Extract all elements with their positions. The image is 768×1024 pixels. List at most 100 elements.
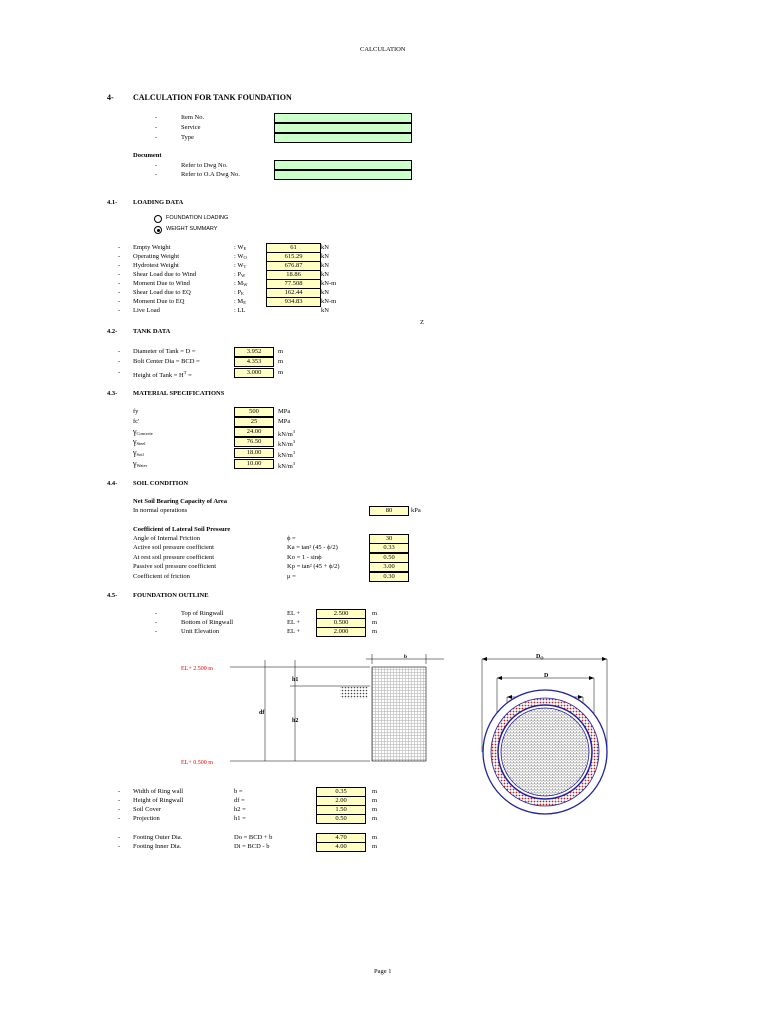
foundation-loading-label: FOUNDATION LOADING xyxy=(166,215,229,221)
service-field[interactable] xyxy=(274,123,412,133)
formula: h1 = xyxy=(234,815,246,822)
top-ringwall-label: Top of Ringwall xyxy=(181,610,224,617)
unit: kN/m3 xyxy=(278,439,296,448)
h1-label: h1 xyxy=(292,677,298,683)
symbol: : WO xyxy=(234,253,247,260)
footing-inner-value[interactable]: 4.00 xyxy=(316,842,366,852)
weight-summary-radio[interactable] xyxy=(154,226,162,234)
oa-dwg-no-label: Refer to O.A Dwg No. xyxy=(181,171,240,178)
dash: - xyxy=(118,815,121,822)
unit-elevation-value[interactable]: 2.000 xyxy=(316,627,366,637)
dash: - xyxy=(155,114,158,121)
unit: m xyxy=(372,806,378,813)
formula: df = xyxy=(234,797,245,804)
section-number: 4- xyxy=(107,93,114,102)
fc-value[interactable]: 25 xyxy=(234,417,274,427)
symbol: : WE xyxy=(234,244,247,251)
section-number: 4.2- xyxy=(107,328,118,335)
unit-elevation-label: Unit Elevation xyxy=(181,628,220,635)
section-number: 4.3- xyxy=(107,390,118,397)
b-label: b xyxy=(404,654,407,660)
unit: m xyxy=(372,815,378,822)
dash: - xyxy=(118,280,121,287)
soil-fill xyxy=(340,687,368,699)
footing-outer-label: Footing Outer Dia. xyxy=(133,834,183,841)
gamma-soil-value[interactable]: 18.00 xyxy=(234,448,274,458)
ka-value[interactable]: 0.33 xyxy=(369,543,409,553)
dash: - xyxy=(118,244,121,251)
unit: kPa xyxy=(411,507,421,514)
dwg-no-field[interactable] xyxy=(274,160,412,170)
dash: - xyxy=(155,124,158,131)
unit: m xyxy=(372,619,378,626)
oa-dwg-no-field[interactable] xyxy=(274,170,412,180)
friction-angle-label: Angle of Internal Friction xyxy=(133,535,200,542)
shear-wind-label: Shear Load due to Wind xyxy=(133,271,197,278)
unit: m xyxy=(372,797,378,804)
ka-label: Active soil pressure coefficient xyxy=(133,544,214,551)
unit: m xyxy=(372,610,378,617)
section-number: 4.5- xyxy=(107,592,118,599)
gamma-concrete-value[interactable]: 24.00 xyxy=(234,427,274,437)
dash: - xyxy=(155,628,158,635)
hydrotest-weight-label: Hydrotest Weight xyxy=(133,262,179,269)
el-label: EL + xyxy=(287,610,300,617)
dash: - xyxy=(155,619,158,626)
dash: - xyxy=(118,307,121,314)
section-title: FOUNDATION OUTLINE xyxy=(133,592,209,599)
tank-diameter-label: Diameter of Tank = D = xyxy=(133,348,196,355)
ringwall-height-label: Height of Ringwall xyxy=(133,797,184,804)
bearing-capacity-value[interactable]: 80 xyxy=(369,506,409,516)
page-header: CALCULATION xyxy=(360,46,406,53)
tank-diameter-value[interactable]: 3.952 xyxy=(234,347,274,357)
empty-weight-label: Empty Weight xyxy=(133,244,171,251)
projection-value[interactable]: 0.50 xyxy=(316,814,366,824)
tank-height-value[interactable]: 3.000 xyxy=(234,368,274,378)
symbol: : PE xyxy=(234,289,244,296)
stray-mark: Z xyxy=(420,319,424,326)
ring-wall-width-label: Width of Ring wall xyxy=(133,788,184,795)
symbol: : WT xyxy=(234,262,247,269)
el-label: EL + xyxy=(287,619,300,626)
bolt-center-value[interactable]: 4.353 xyxy=(234,357,274,367)
dash: - xyxy=(118,788,121,795)
normal-operations-label: In normal operations xyxy=(133,507,188,514)
tank-bottom-fill xyxy=(500,707,590,797)
friction-coefficient-value[interactable]: 0.30 xyxy=(369,572,409,582)
moment-eq-value[interactable]: 934.83 xyxy=(266,297,321,307)
bottom-ringwall-label: Bottom of Ringwall xyxy=(181,619,233,626)
kp-label: Passive soil pressure coefficient xyxy=(133,563,217,570)
ko-label: At rest soil pressure coefficient xyxy=(133,554,215,561)
h2-label: h2 xyxy=(292,718,298,724)
moment-wind-label: Moment Due to Wind xyxy=(133,280,190,287)
material-symbol: γSteel xyxy=(133,437,146,447)
fy-value[interactable]: 500 xyxy=(234,407,274,417)
service-label: Service xyxy=(181,124,201,131)
gamma-steel-value[interactable]: 76.50 xyxy=(234,437,274,447)
section-title: MATERIAL SPECIFICATIONS xyxy=(133,390,225,397)
section-number: 4.1- xyxy=(107,199,118,206)
kp-value[interactable]: 3.00 xyxy=(369,562,409,572)
soil-cover-label: Soil Cover xyxy=(133,806,161,813)
do-label: DO xyxy=(536,654,543,661)
foundation-loading-radio[interactable] xyxy=(154,215,162,223)
formula: Kp = tan² (45 + ϕ/2) xyxy=(287,563,340,570)
unit: m xyxy=(278,348,284,355)
d-label: D xyxy=(544,673,549,679)
unit: MPa xyxy=(278,408,291,415)
dash: - xyxy=(118,253,121,260)
friction-coefficient-label: Coefficient of friction xyxy=(133,573,190,580)
dash: - xyxy=(118,806,121,813)
document-title: Document xyxy=(133,152,162,159)
formula: Do = BCD + b xyxy=(234,834,273,841)
unit: MPa xyxy=(278,418,291,425)
unit: m xyxy=(372,628,378,635)
gamma-water-value[interactable]: 10.00 xyxy=(234,459,274,469)
type-field[interactable] xyxy=(274,133,412,143)
tank-height-label: Height of Tank = HT = xyxy=(133,370,192,379)
df-label: df xyxy=(259,710,265,716)
item-no-field[interactable] xyxy=(274,113,412,123)
material-symbol: fy xyxy=(133,408,139,415)
dash: - xyxy=(155,171,158,178)
formula: b = xyxy=(234,788,243,795)
